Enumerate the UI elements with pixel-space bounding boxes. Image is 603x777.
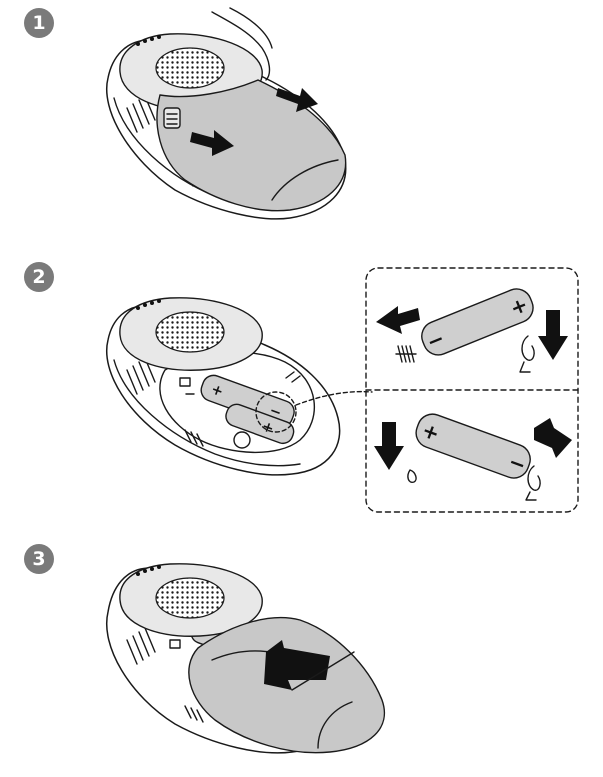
speaker-grill: [155, 577, 225, 619]
detail-contact-bottom: [525, 465, 541, 501]
speaker-grill: [155, 311, 225, 353]
detail-arrow-right: [534, 418, 572, 458]
detail-remove-battery: − +: [376, 288, 568, 373]
battery-cover: [156, 79, 347, 212]
step-3-illustration: +: [106, 563, 385, 754]
step-2-illustration: + − + − +: [106, 267, 579, 513]
detail-battery-top: [421, 288, 534, 356]
step-1-badge: 1: [24, 8, 54, 38]
slide-arrow-right: [276, 88, 318, 112]
detail-arrow-down-top: [538, 310, 568, 360]
detail-battery-bottom: [415, 413, 531, 479]
speaker-grill: [155, 47, 225, 89]
slide-arrow-down: [190, 130, 234, 156]
detail-arrow-down-bottom: [374, 422, 404, 470]
step-2-badge: 2: [24, 262, 54, 292]
cover-latch: [163, 107, 181, 129]
detail-bottom-plus: +: [419, 418, 443, 446]
detail-arrow-left: [376, 306, 420, 334]
step-3-badge: 3: [24, 544, 54, 574]
zoom-circle: [255, 391, 297, 433]
battery-plus-label: +: [209, 381, 225, 400]
clip-holes: [136, 35, 161, 46]
step-1-illustration: [106, 7, 347, 220]
detail-insert-battery: + −: [374, 413, 572, 501]
detail-contact-top: [519, 335, 535, 373]
detail-bottom-minus: −: [505, 449, 529, 477]
thumb: [211, 7, 273, 81]
battery-plus-label-2: +: [260, 418, 276, 437]
detail-spring-top: [395, 345, 417, 363]
detail-spring-bottom: [407, 469, 417, 483]
